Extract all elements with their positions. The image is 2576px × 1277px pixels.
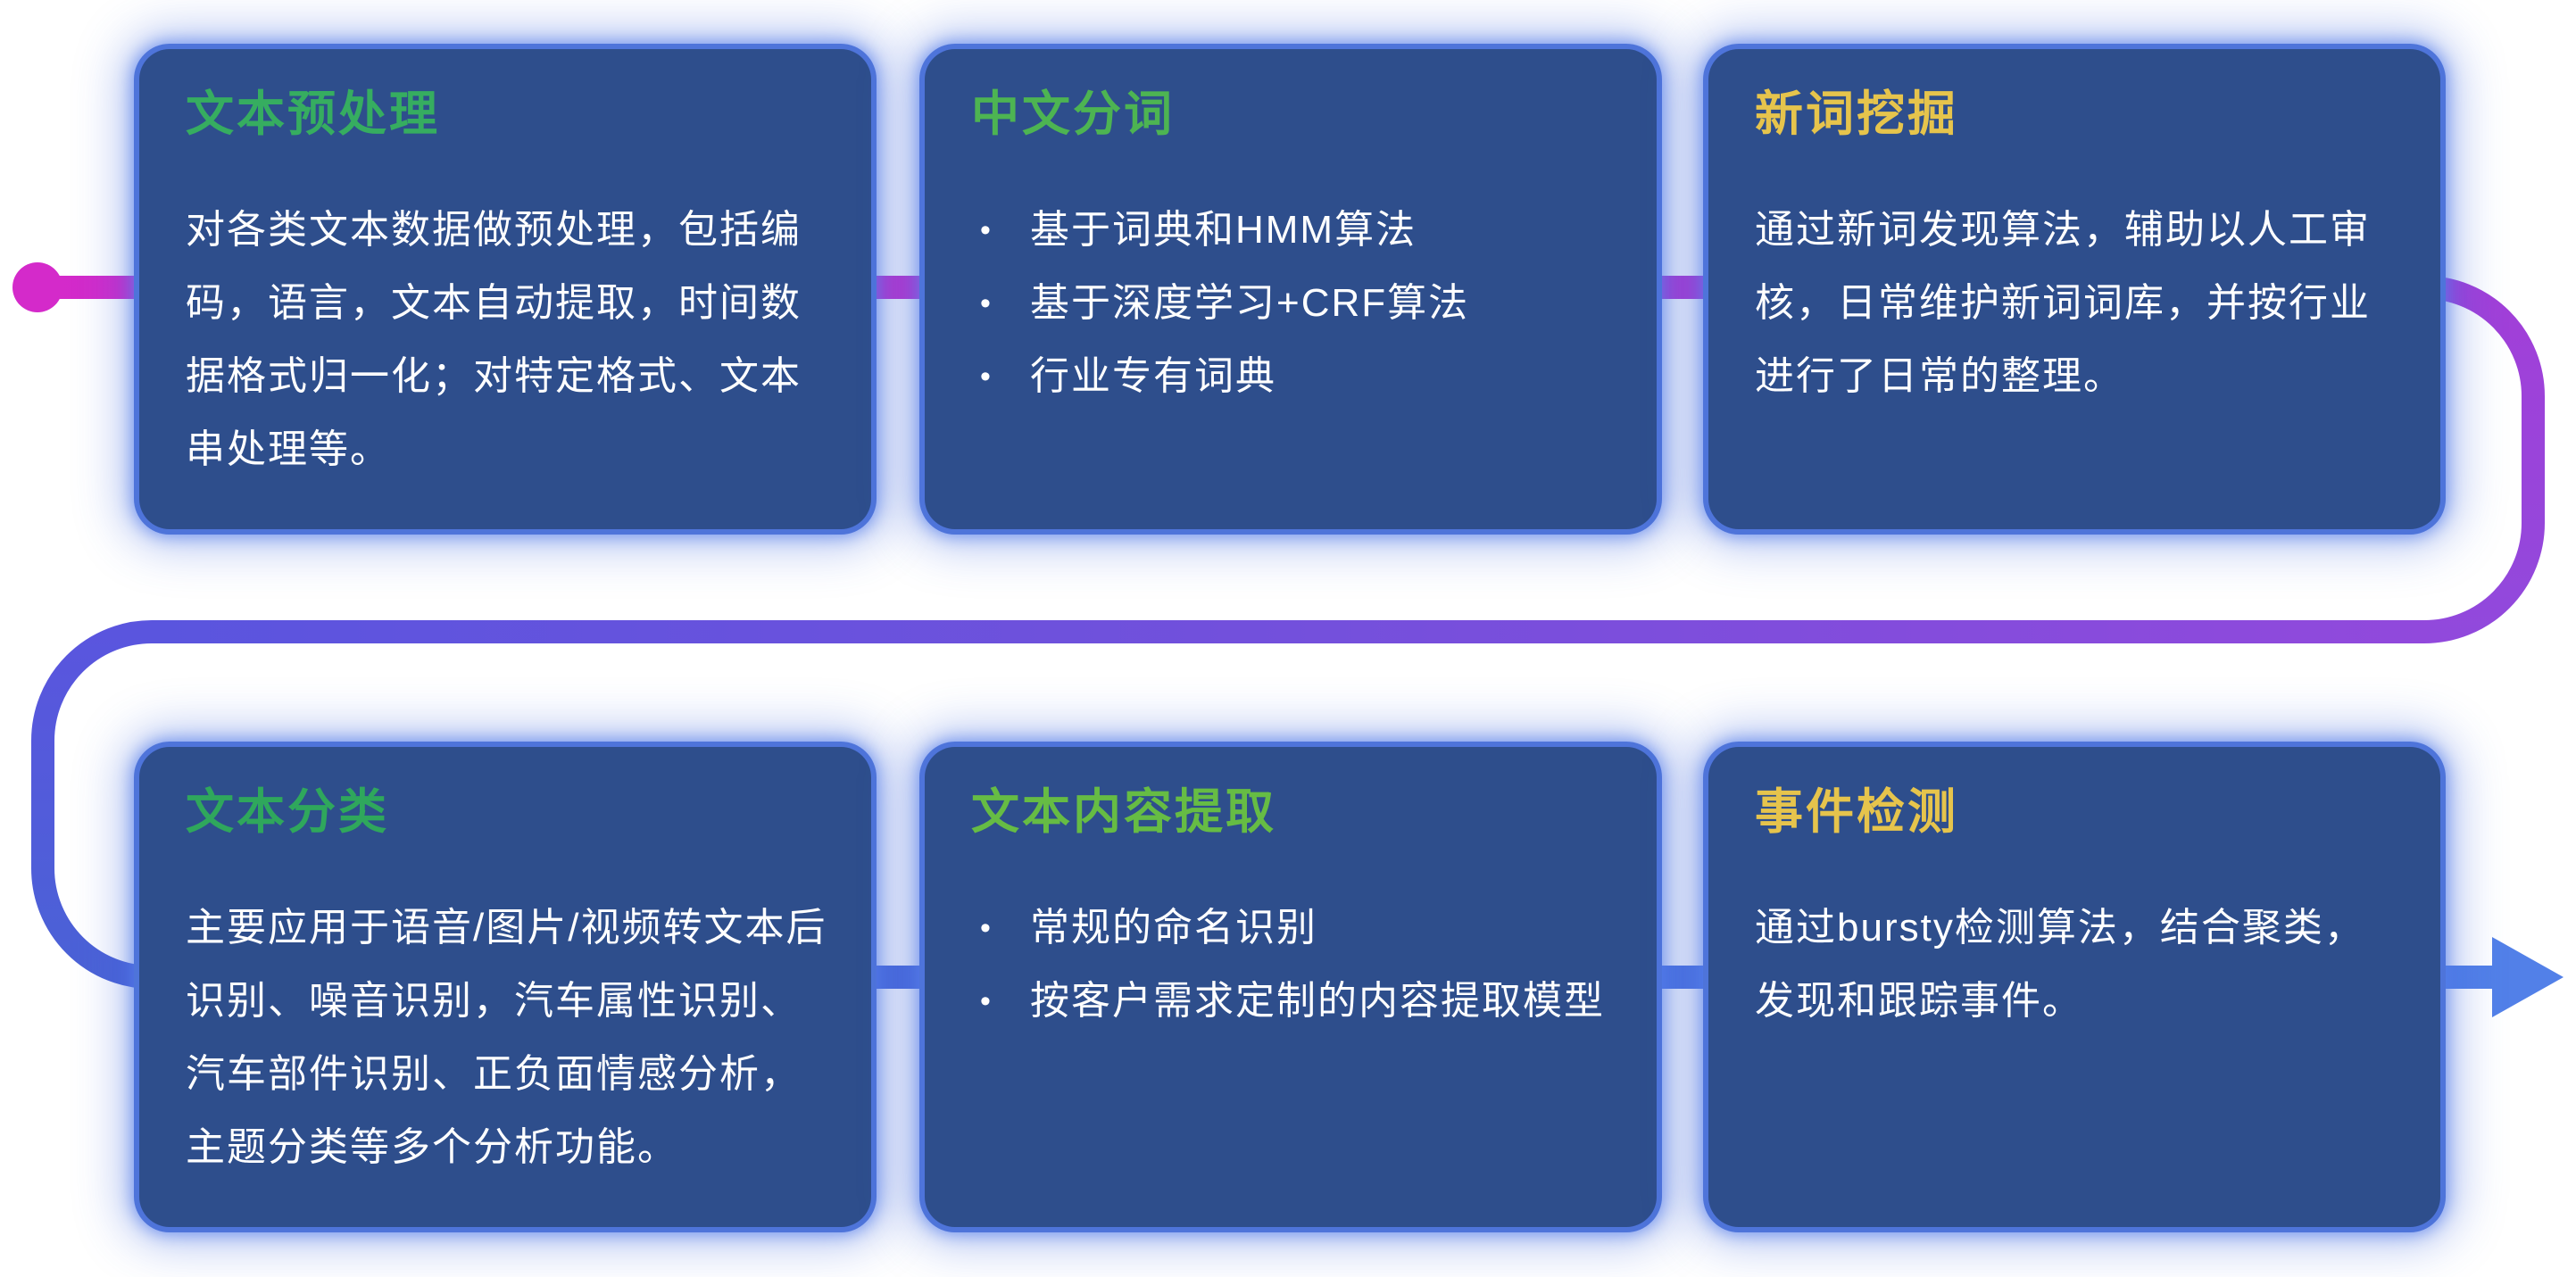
card-content-extraction: 文本内容提取 • 常规的命名识别 • 按客户需求定制的内容提取模型 bbox=[925, 747, 1657, 1227]
card-title: 中文分词 bbox=[971, 87, 1175, 141]
flow-arrow-icon bbox=[2492, 937, 2564, 1017]
card-text: 通过新词发现算法，辅助以人工审核，日常维护新词词库，并按行业进行了日常的整理。 bbox=[1755, 208, 2371, 398]
card-chinese-word-segmentation: 中文分词 • 基于词典和HMM算法 • 基于深度学习+CRF算法 • 行业专有词… bbox=[925, 49, 1657, 529]
card-new-word-mining: 新词挖掘 通过新词发现算法，辅助以人工审核，日常维护新词词库，并按行业进行了日常… bbox=[1708, 49, 2440, 529]
card-event-detection: 事件检测 通过bursty检测算法，结合聚类，发现和跟踪事件。 bbox=[1708, 747, 2440, 1227]
card-text-preprocessing: 文本预处理 对各类文本数据做预处理，包括编码，语言，文本自动提取，时间数据格式归… bbox=[139, 49, 871, 529]
card-title: 新词挖掘 bbox=[1755, 87, 1958, 141]
bullet-text: 按客户需求定制的内容提取模型 bbox=[1030, 979, 1605, 1023]
bullet-icon: • bbox=[980, 286, 991, 320]
card-title: 事件检测 bbox=[1755, 785, 1958, 839]
card-title: 文本预处理 bbox=[186, 87, 440, 141]
card-text: 通过bursty检测算法，结合聚类，发现和跟踪事件。 bbox=[1755, 906, 2365, 1023]
bullet-text: 基于深度学习+CRF算法 bbox=[1030, 281, 1470, 325]
bullet-icon: • bbox=[980, 911, 991, 945]
flow-curve-left bbox=[31, 620, 153, 989]
bullet-icon: • bbox=[980, 984, 991, 1018]
bullet-text: 常规的命名识别 bbox=[1030, 906, 1317, 949]
card-text: 主要应用于语音/图片/视频转文本后识别、噪音识别，汽车属性识别、汽车部件识别、正… bbox=[186, 906, 827, 1169]
bullet-item: • 常规的命名识别 bbox=[971, 891, 1617, 965]
card-title: 文本分类 bbox=[186, 785, 389, 839]
card-title: 文本内容提取 bbox=[971, 785, 1276, 839]
card-bullet-list: • 常规的命名识别 • 按客户需求定制的内容提取模型 bbox=[971, 891, 1617, 1038]
flow-curve-right bbox=[2423, 276, 2545, 643]
bullet-item: • 基于深度学习+CRF算法 bbox=[971, 267, 1617, 340]
bullet-text: 行业专有词典 bbox=[1030, 354, 1276, 398]
card-text-classification: 文本分类 主要应用于语音/图片/视频转文本后识别、噪音识别，汽车属性识别、汽车部… bbox=[139, 747, 871, 1227]
bullet-item: • 行业专有词典 bbox=[971, 340, 1617, 413]
bullet-icon: • bbox=[980, 360, 991, 394]
bullet-item: • 基于词典和HMM算法 bbox=[971, 194, 1617, 267]
bullet-icon: • bbox=[980, 213, 991, 247]
card-text: 对各类文本数据做预处理，包括编码，语言，文本自动提取，时间数据格式归一化；对特定… bbox=[186, 208, 802, 471]
bullet-text: 基于词典和HMM算法 bbox=[1030, 208, 1417, 252]
card-bullet-list: • 基于词典和HMM算法 • 基于深度学习+CRF算法 • 行业专有词典 bbox=[971, 194, 1617, 413]
bullet-item: • 按客户需求定制的内容提取模型 bbox=[971, 965, 1617, 1038]
